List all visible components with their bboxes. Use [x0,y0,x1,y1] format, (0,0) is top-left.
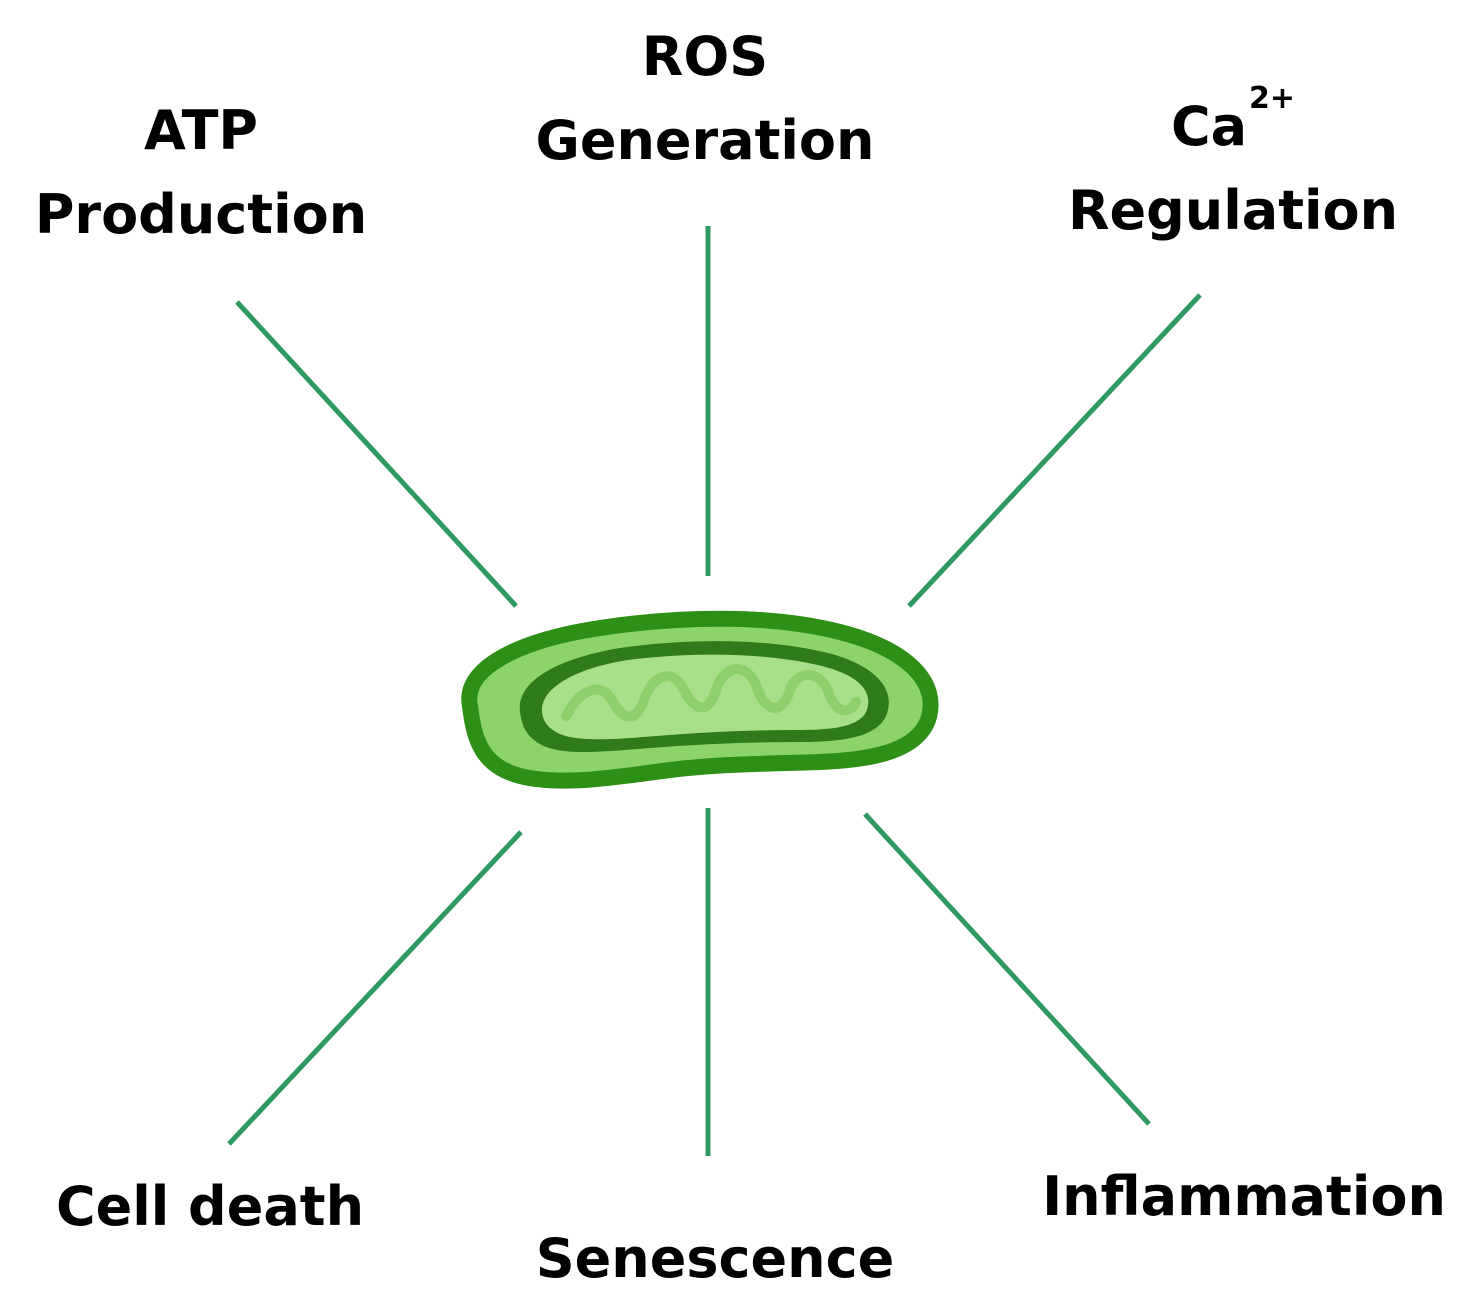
label-cell-death: Cell death [55,1175,365,1238]
connector-lines [227,226,1202,1156]
label-calcium-regulation: Ca2+ Regulation [1058,84,1408,242]
label-ros-generation: ROS Generation [524,30,886,168]
connector-ca [907,293,1202,608]
label-ca-line1: Ca2+ [1058,84,1408,154]
connector-atp [235,300,518,608]
label-ros-line1: ROS [641,25,769,88]
connector-cell-death [227,830,523,1146]
label-ros-line2: Generation [535,109,875,172]
label-senescence: Senescence [535,1227,895,1290]
label-atp-line2: Production [34,183,368,246]
label-atp-line1: ATP [143,99,258,162]
label-atp-production: ATP Production [24,104,378,242]
label-inflammation: Inflammation [1042,1165,1446,1228]
label-ca-base: Ca [1170,95,1248,158]
label-ca-superscript: 2+ [1249,81,1296,116]
label-ca-line2: Regulation [1067,179,1399,242]
mitochondrion-cristae [561,664,861,722]
mitochondrion-icon [461,610,939,789]
connector-inflammation [863,812,1151,1126]
